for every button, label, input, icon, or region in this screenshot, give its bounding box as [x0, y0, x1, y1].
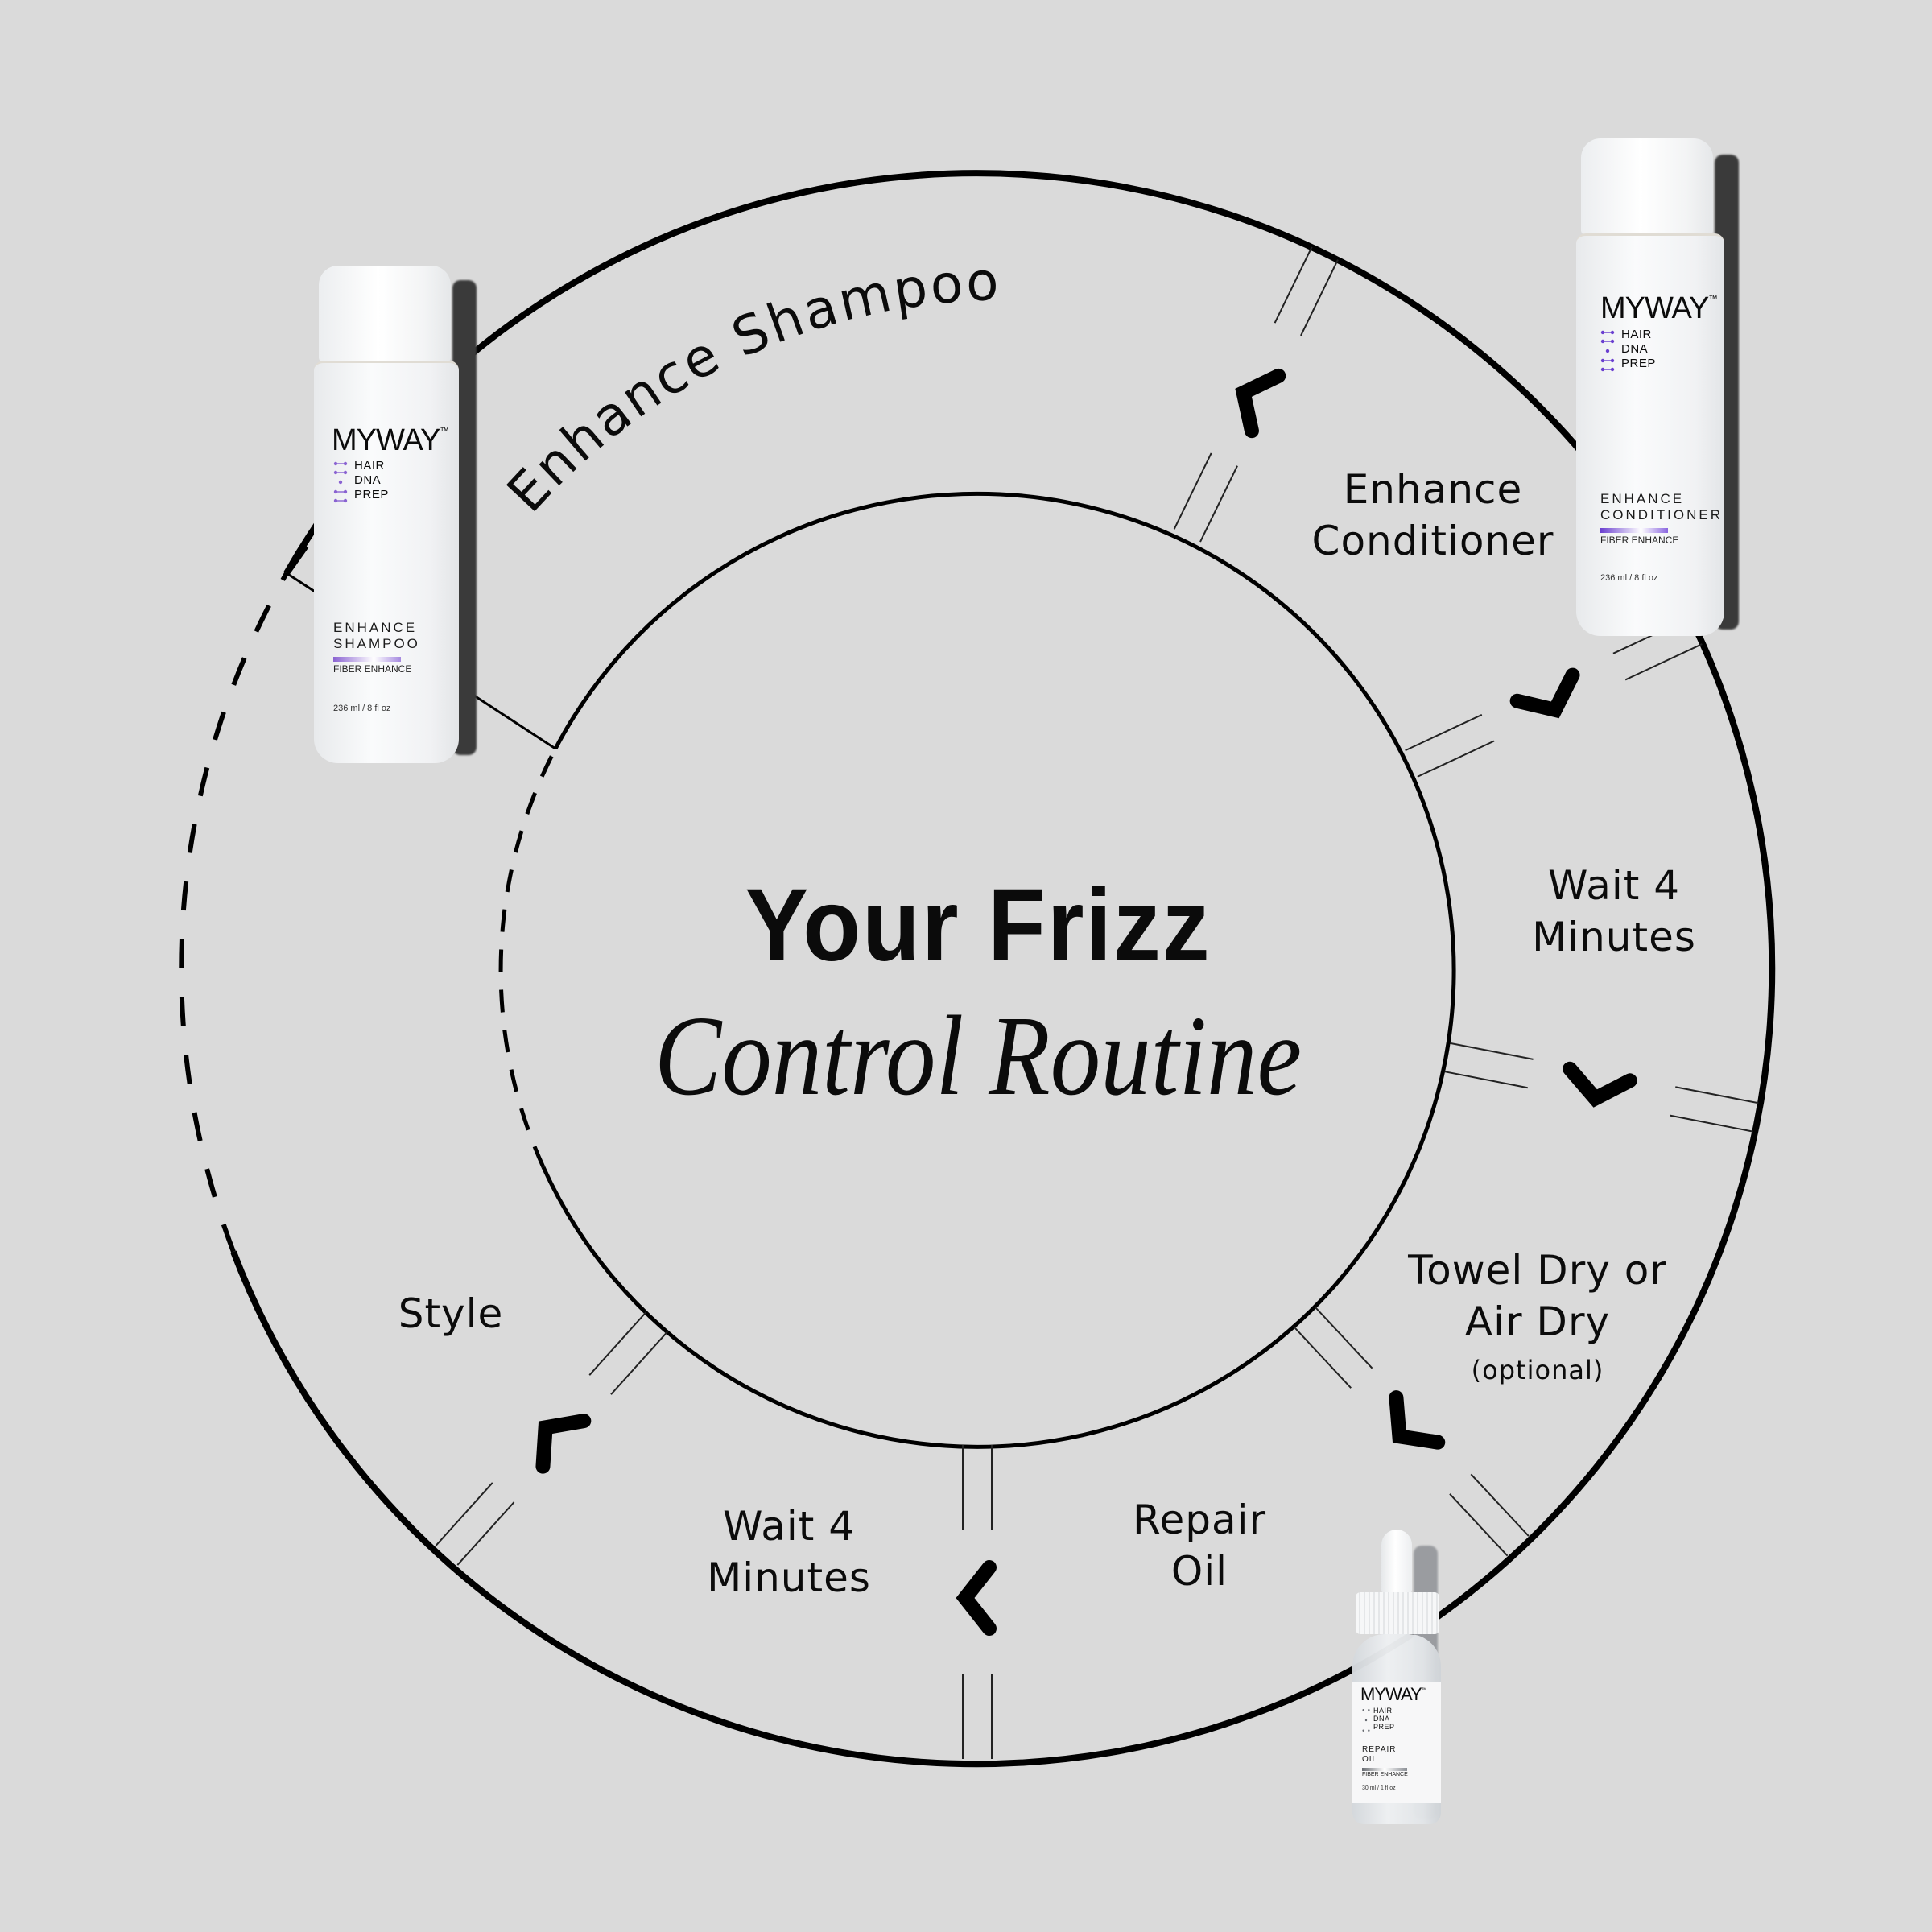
routine-title: Your Frizz Control Routine: [564, 865, 1393, 1120]
product-name-line: ENHANCE: [1600, 491, 1685, 506]
accent-bar: [333, 657, 401, 662]
inner-ring-solid: [541, 491, 1456, 1449]
product-repair-oil-bottle: MYWAY™ HAIR DNA PREP REPAIR OIL FIBER EN…: [1336, 1530, 1449, 1827]
dropper-collar: [1356, 1592, 1439, 1634]
step-line: Conditioner: [1311, 518, 1554, 564]
product-volume: 236 ml / 8 fl oz: [1600, 573, 1658, 583]
divider-shampoo-conditioner: [1173, 246, 1339, 543]
step-line: Wait 4: [1547, 862, 1681, 909]
divider-wait-dry: [1444, 1042, 1759, 1133]
product-name-line: SHAMPOO: [333, 636, 420, 651]
product-name: ENHANCE CONDITIONER: [1600, 491, 1723, 523]
trademark: ™: [1421, 1687, 1427, 1693]
step-label-enhance-conditioner: Enhance Conditioner: [1288, 464, 1578, 567]
product-line: FIBER ENHANCE: [333, 663, 412, 675]
inner-ring-dashed: [498, 747, 558, 1169]
title-line-1: Your Frizz: [745, 868, 1212, 983]
dna-word: DNA: [1621, 342, 1649, 356]
bottle-label: [1352, 1682, 1441, 1803]
dna-word: HAIR: [1621, 328, 1652, 341]
product-name-line: OIL: [1362, 1755, 1378, 1764]
dna-icon: [1362, 1709, 1370, 1732]
bottle-cap: [1581, 138, 1713, 235]
outer-ring-solid: [230, 170, 1776, 1768]
brand-name: MYWAY: [1600, 291, 1709, 325]
chevron-icon: [535, 1414, 592, 1474]
product-volume: 30 ml / 1 fl oz: [1362, 1785, 1396, 1791]
dna-word: HAIR: [1373, 1707, 1393, 1715]
dna-word: PREP: [354, 488, 389, 502]
dna-word: PREP: [1373, 1723, 1395, 1731]
product-volume: 236 ml / 8 fl oz: [333, 704, 391, 713]
product-line: FIBER ENHANCE: [1362, 1772, 1408, 1777]
product-name-line: REPAIR: [1362, 1745, 1397, 1754]
dna-icon: [333, 461, 348, 503]
step-line: Style: [398, 1290, 504, 1337]
step-line: Wait 4: [722, 1503, 856, 1550]
bottle-cap: [319, 266, 451, 362]
trademark: ™: [1708, 295, 1718, 304]
product-name-line: ENHANCE: [333, 620, 418, 635]
brand-name: MYWAY: [332, 423, 440, 457]
outer-ring-dashed: [179, 572, 289, 1253]
step-label-style: Style: [354, 1288, 547, 1340]
step-line: Oil: [1170, 1548, 1228, 1595]
product-name: ENHANCE SHAMPOO: [333, 620, 420, 652]
dropper-bulb: [1381, 1530, 1412, 1594]
bottle-body: [314, 361, 459, 763]
dna-word: DNA: [1373, 1715, 1390, 1723]
step-label-repair-oil: Repair Oil: [1079, 1494, 1320, 1597]
brand-logo: MYWAY™: [1600, 291, 1718, 326]
chevron-icon: [1235, 368, 1286, 439]
chevron-icon: [956, 1560, 997, 1636]
product-line: FIBER ENHANCE: [1600, 535, 1679, 546]
accent-bar: [1362, 1768, 1407, 1771]
accent-bar: [1600, 528, 1668, 533]
step-label-wait-1: Wait 4 Minutes: [1497, 860, 1731, 963]
step-note: (optional): [1471, 1355, 1604, 1385]
bottle-body: [1576, 233, 1724, 636]
product-name-line: CONDITIONER: [1600, 507, 1723, 522]
brand-logo: MYWAY™: [332, 423, 449, 458]
product-conditioner-bottle: MYWAY™ HAIR DNA PREP ENHANCE CONDITIONER…: [1576, 138, 1745, 642]
brand-name: MYWAY: [1360, 1684, 1422, 1704]
step-line: Repair: [1132, 1496, 1267, 1543]
trademark: ™: [440, 427, 449, 436]
chevron-icon: [1509, 667, 1580, 719]
step-label-enhance-shampoo: Enhance Shampoo: [495, 250, 1002, 524]
step-line: Enhance: [1343, 466, 1523, 513]
product-name: REPAIR OIL: [1362, 1745, 1397, 1765]
divider-dry-oil: [1292, 1306, 1530, 1557]
divider-conditioner-wait: [1405, 617, 1703, 778]
step-line: Air Dry: [1464, 1298, 1611, 1345]
step-line: Minutes: [1532, 914, 1696, 960]
product-shampoo-bottle: MYWAY™ HAIR DNA PREP ENHANCE SHAMPOO FIB…: [314, 266, 483, 765]
start-corner: [283, 543, 309, 576]
dna-word: PREP: [1621, 357, 1656, 370]
brand-logo: MYWAY™: [1360, 1684, 1426, 1705]
title-line-2: Control Routine: [654, 992, 1302, 1119]
step-line: Minutes: [707, 1554, 871, 1601]
step-label-dry: Towel Dry or Air Dry (optional): [1385, 1245, 1690, 1393]
chevron-icon: [1389, 1390, 1446, 1450]
chevron-icon: [1563, 1061, 1637, 1108]
step-line: Towel Dry or: [1408, 1247, 1667, 1294]
dna-word: DNA: [354, 473, 382, 487]
dna-word: HAIR: [354, 459, 385, 473]
divider-oil-wait: [956, 1445, 997, 1759]
dna-icon: [1600, 330, 1615, 372]
divider-wait-style: [435, 1311, 668, 1566]
step-label-wait-2: Wait 4 Minutes: [668, 1501, 910, 1604]
